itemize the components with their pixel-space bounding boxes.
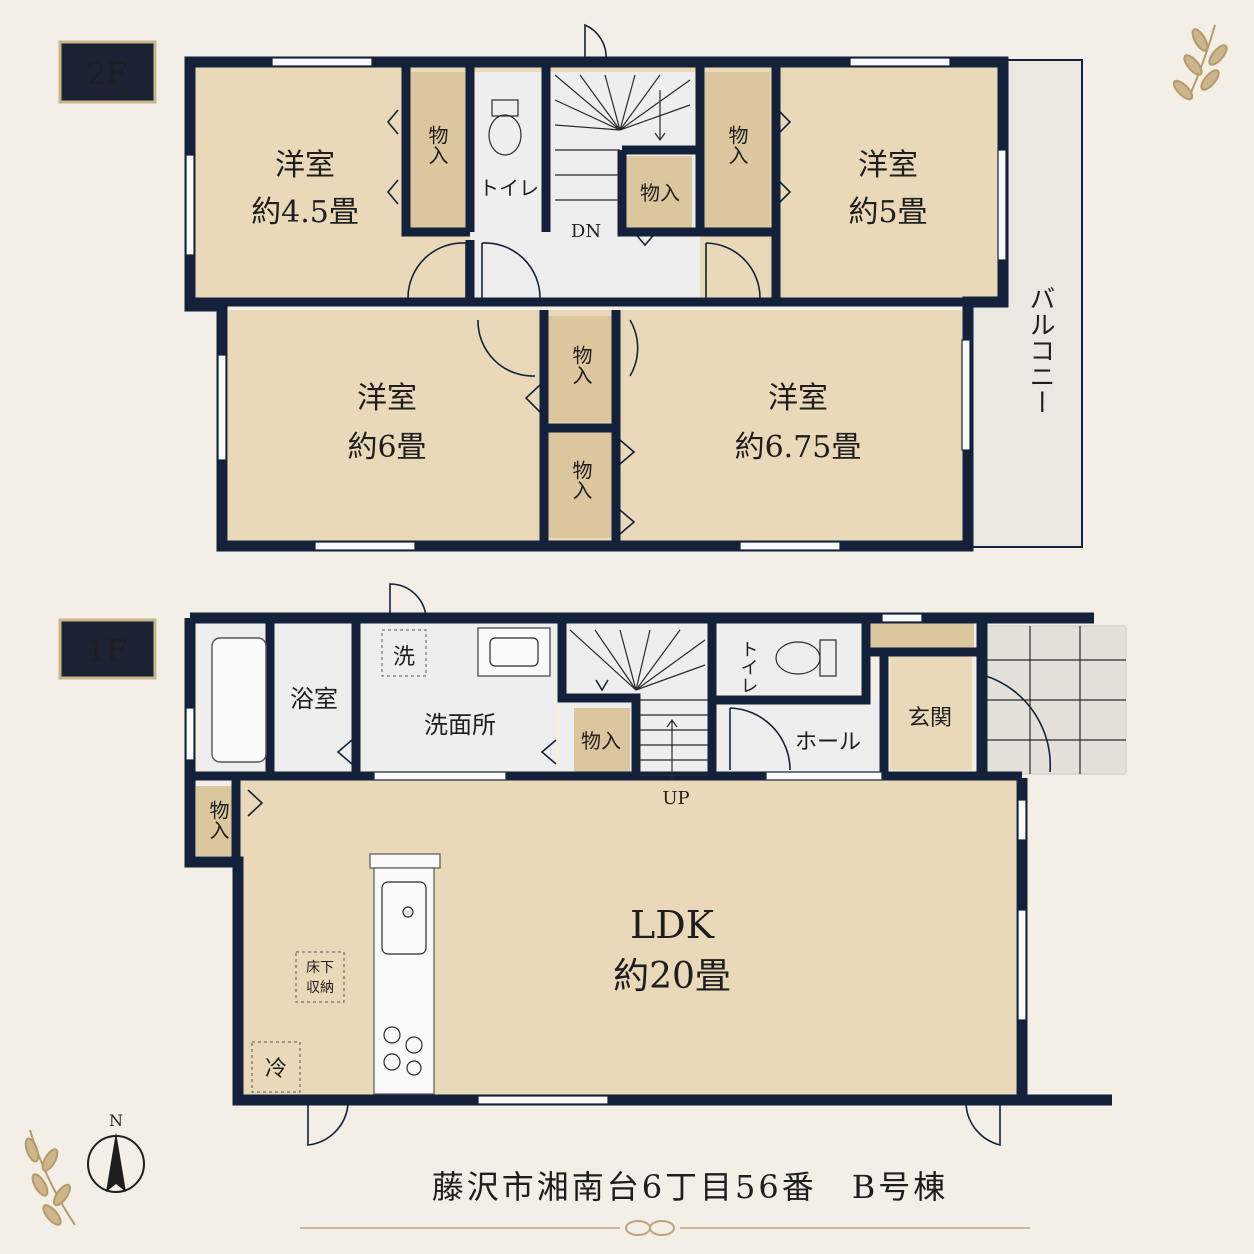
room-size-western-a: 約4.5畳 — [251, 195, 359, 230]
room-label-toilet-1f: トイレ — [738, 640, 759, 694]
floor-label-1f: 1F — [87, 634, 127, 669]
doors-1f — [247, 583, 1052, 1147]
property-address: 藤沢市湘南台6丁目56番 B号棟 — [432, 1168, 949, 1206]
room-name-western-d: 洋室 — [768, 381, 828, 416]
stair-direction-1f: UP — [662, 788, 689, 809]
toilet-fixture-2f-icon — [488, 99, 522, 156]
underfloor-label-1: 床下 — [306, 960, 334, 976]
storage-label-2f-a: 物入 — [425, 125, 449, 165]
room-name-western-c: 洋室 — [357, 381, 417, 416]
room-label-ldk: LDK — [630, 903, 715, 947]
washer-space — [381, 629, 427, 677]
windows-1f — [185, 613, 1027, 1105]
underfloor-label-2: 収納 — [306, 980, 334, 996]
storage-label-2f-c: 物入 — [640, 181, 680, 205]
storage-label-2f-b: 物入 — [725, 125, 749, 165]
room-size-western-c: 約6畳 — [347, 430, 426, 465]
washer-label: 洗 — [393, 645, 415, 670]
fridge-label: 冷 — [265, 1057, 287, 1082]
room-name-western-b: 洋室 — [858, 148, 918, 183]
storage-label-2f-e: 物入 — [569, 460, 593, 500]
washbasin-icon — [477, 627, 551, 677]
staircase-1f — [569, 629, 708, 780]
kitchen-counter — [369, 853, 441, 1095]
stove-burners-icon — [383, 1026, 423, 1076]
floor-badge-1f: 1F — [58, 618, 157, 680]
storage-label-1f-b: 物入 — [206, 800, 230, 840]
bathtub-icon — [211, 637, 267, 763]
stair-direction-2f: DN — [571, 221, 601, 242]
toilet-label-2f: トイレ — [479, 176, 539, 200]
doors-2f — [386, 23, 792, 535]
kitchen-sink-icon — [381, 881, 427, 955]
staircase-2f — [554, 74, 691, 201]
toilet-fixture-1f-icon — [775, 639, 837, 677]
compass-north-label: N — [109, 1111, 123, 1130]
storage-label-1f-a: 物入 — [581, 729, 621, 753]
room-size-western-b: 約5畳 — [848, 195, 927, 230]
room-label-washroom: 洗面所 — [424, 711, 496, 739]
room-size-western-d: 約6.75畳 — [735, 430, 862, 465]
windows-2f — [185, 57, 1007, 551]
room-label-hall: ホール — [795, 730, 861, 755]
room-name-western-a: 洋室 — [275, 148, 335, 183]
fridge-space — [251, 1041, 301, 1093]
storage-label-2f-d: 物入 — [569, 345, 593, 385]
north-compass-icon: N — [87, 1111, 145, 1193]
room-size-ldk: 約20畳 — [613, 956, 731, 997]
leaf-ornament-top-right-icon — [1172, 24, 1228, 101]
floor-label-2f: 2F — [87, 57, 127, 92]
balcony-label: バルコニー — [1025, 285, 1055, 415]
divider-ornament — [300, 1220, 1030, 1236]
leaf-ornament-bottom-left-icon — [24, 1129, 76, 1226]
room-label-bath: 浴室 — [290, 685, 338, 713]
room-label-entrance: 玄関 — [908, 706, 952, 731]
underfloor-storage — [295, 951, 345, 1003]
floor-badge-2f: 2F — [58, 40, 157, 104]
